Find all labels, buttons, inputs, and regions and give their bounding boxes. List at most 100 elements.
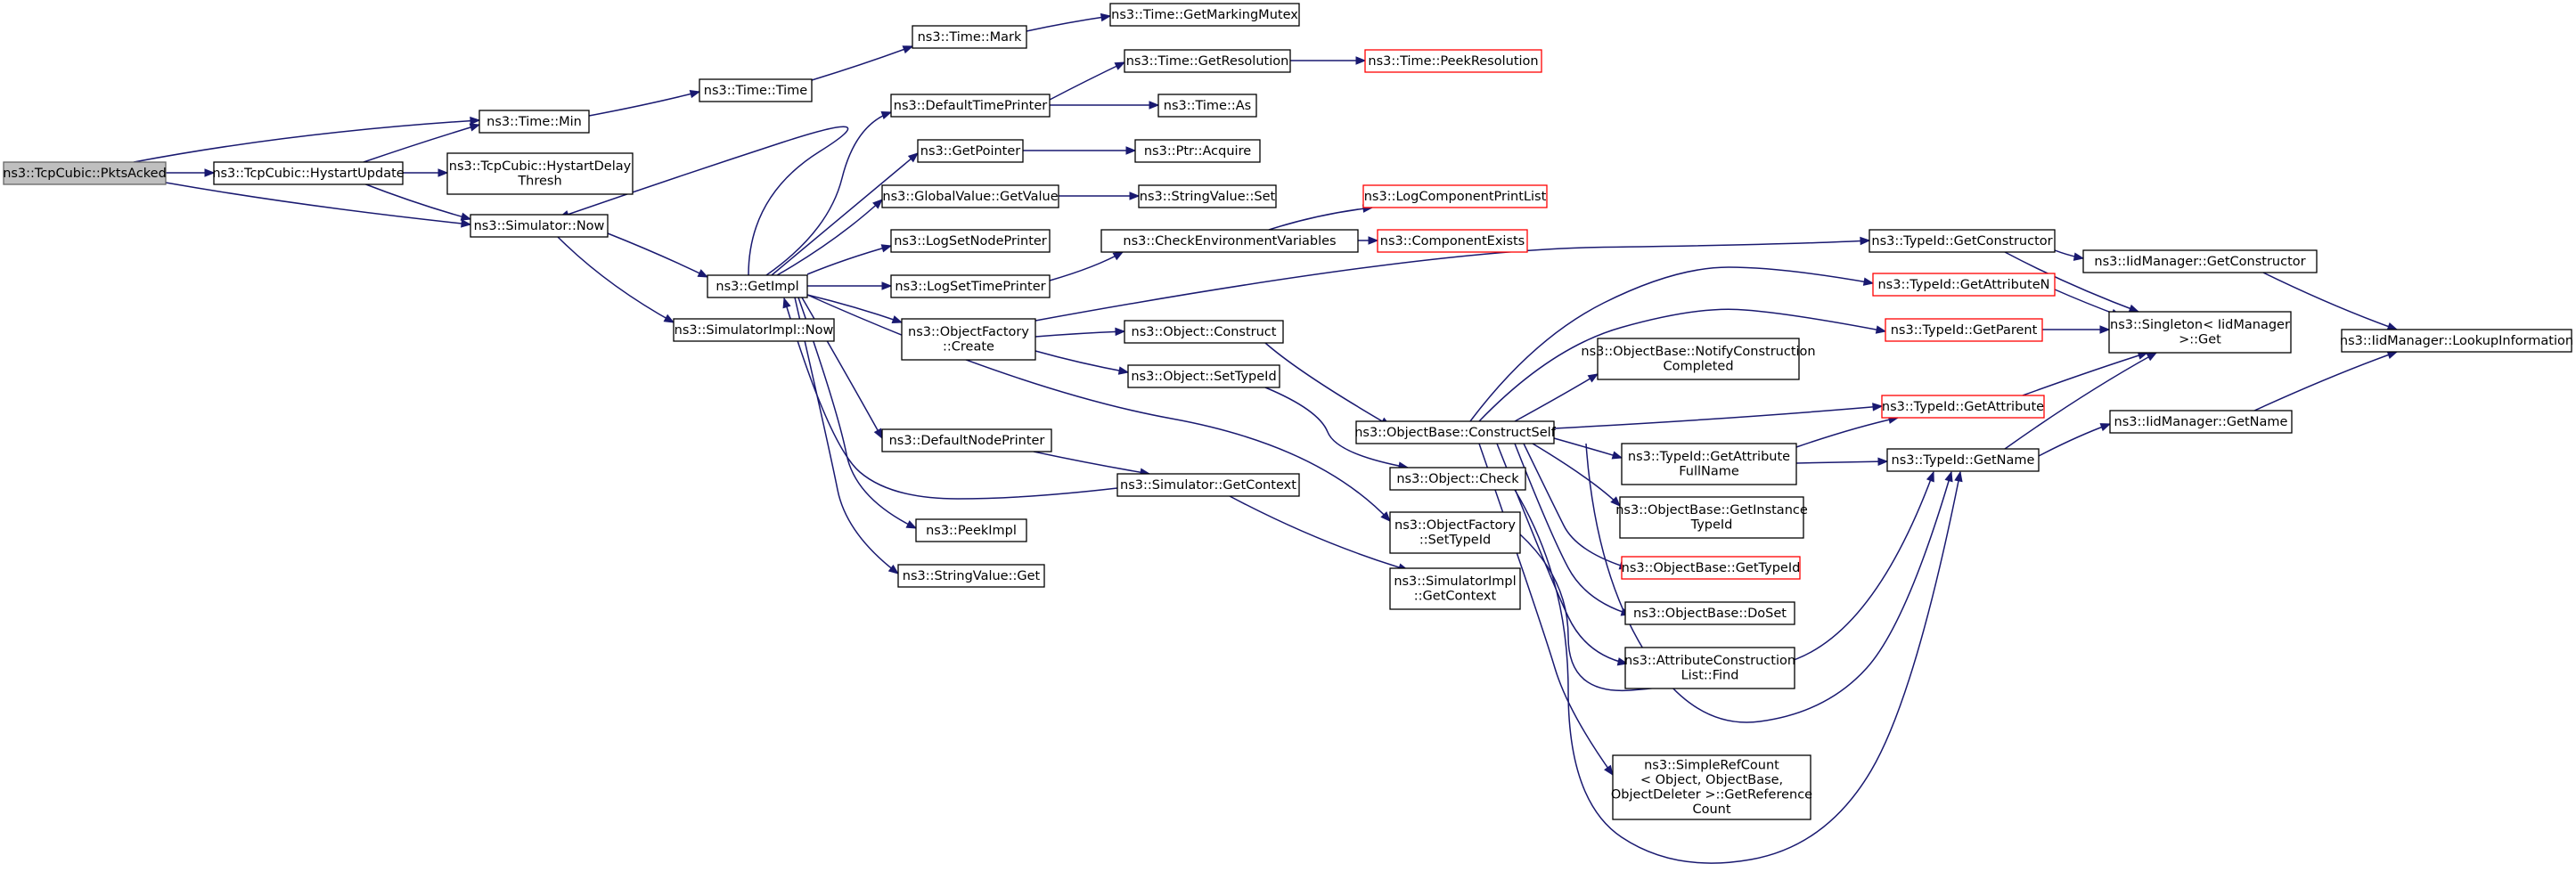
node-label: ns3::LogSetNodePrinter [894,234,1047,249]
node-box [881,428,1052,452]
edge-arrowhead [1149,101,1160,110]
edge-line [1478,308,1886,422]
edge-arrowhead [1926,470,1934,483]
node-box [2108,311,2292,354]
edge-line [1034,350,1129,373]
node-obgtid[interactable]: ns3::ObjectBase::GetTypeId [1621,556,1801,580]
node-ptracq[interactable]: ns3::Ptr::Acquire [1134,139,1261,163]
edge-arrowhead [697,269,709,278]
edge-line [765,111,892,276]
node-lsnp[interactable]: ns3::LogSetNodePrinter [890,229,1051,253]
node-tgetctor[interactable]: ns3::TypeId::GetConstructor [1869,229,2056,253]
node-peekimpl[interactable]: ns3::PeekImpl [915,518,1027,542]
edge-getimpl-to-ofsettid [806,294,1391,522]
edge-dtp-to-getres [1049,61,1126,101]
node-box [1886,448,2040,472]
edge-getimpl-to-gvget [776,199,883,276]
node-gvget[interactable]: ns3::GlobalValue::GetValue [881,184,1059,208]
node-label: ::SetTypeId [1419,534,1491,548]
edge-obcs-to-obgit [1532,443,1621,507]
node-box [897,564,1045,588]
node-box [890,229,1051,253]
edge-line [2038,423,2111,457]
node-tmark[interactable]: ns3::Time::Mark [912,25,1027,49]
node-hystart[interactable]: ns3::TcpCubic::HystartUpdate [212,161,405,185]
node-pkts[interactable]: ns3::TcpCubic::PktsAcked [3,161,167,185]
node-svget[interactable]: ns3::StringValue::Get [897,564,1045,588]
node-ocheck[interactable]: ns3::Object::Check [1389,467,1526,491]
node-simplgetctx[interactable]: ns3::SimulatorImpl::GetContext [1389,567,1521,610]
edge-line [797,297,917,529]
node-tas[interactable]: ns3::Time::As [1157,94,1257,118]
node-svset[interactable]: ns3::StringValue::Set [1138,184,1277,208]
node-label: ns3::IidManager::GetName [2114,415,2288,429]
node-tgetattr[interactable]: ns3::TypeId::GetAttribute [1881,395,2045,419]
edge-getimpl-to-ofcreate [806,294,904,324]
edge-arrowhead [438,168,449,177]
node-ttime[interactable]: ns3::Time::Time [699,78,813,102]
edge-getptr-to-ptracq [1023,146,1137,155]
node-box [1389,567,1521,610]
node-box [707,274,808,298]
node-tgetname[interactable]: ns3::TypeId::GetName [1886,448,2040,472]
node-lcpl[interactable]: ns3::LogComponentPrintList [1362,184,1548,208]
node-label: ns3::StringValue::Get [903,569,1041,583]
node-obdoset[interactable]: ns3::ObjectBase::DoSet [1624,601,1795,625]
edge-arrowhead [1117,366,1130,375]
node-osettid[interactable]: ns3::Object::SetTypeId [1127,364,1280,388]
edge-lstp-to-cev [1049,251,1124,281]
node-peekres[interactable]: ns3::Time::PeekResolution [1364,49,1542,73]
node-tmin[interactable]: ns3::Time::Min [478,110,590,134]
node-obcs[interactable]: ns3::ObjectBase::ConstructSelf [1354,420,1557,444]
node-oconstruct[interactable]: ns3::Object::Construct [1124,320,1284,344]
node-box [1624,601,1795,625]
node-obncc[interactable]: ns3::ObjectBase::NotifyConstructionCompl… [1581,338,1816,380]
edge-arrowhead [1380,511,1391,522]
edge-arrowhead [461,219,472,228]
node-simimplnow[interactable]: ns3::SimulatorImpl::Now [673,318,835,342]
node-lstp[interactable]: ns3::LogSetTimePrinter [890,274,1051,298]
edge-hystart-to-snow [363,183,472,221]
node-iidgetctor[interactable]: ns3::IidManager::GetConstructor [2082,249,2318,273]
edge-arrowhead [1587,373,1599,383]
node-label: ns3::Object::SetTypeId [1131,370,1276,384]
node-iidgetname[interactable]: ns3::IidManager::GetName [2109,410,2293,434]
node-srcref[interactable]: ns3::SimpleRefCount< Object, ObjectBase,… [1611,754,1812,820]
edge-ttime-to-tmark [811,45,914,81]
node-tgetattrn[interactable]: ns3::TypeId::GetAttributeN [1872,273,2056,297]
edge-line [1514,471,1961,864]
node-ofcreate[interactable]: ns3::ObjectFactory::Create [901,318,1036,361]
node-singleton[interactable]: ns3::Singleton< IidManager>::Get [2108,311,2292,354]
node-box [1364,49,1542,73]
node-cexists[interactable]: ns3::ComponentExists [1377,229,1528,253]
node-getimpl[interactable]: ns3::GetImpl [707,274,808,298]
node-label: ns3::TcpCubic::HystartDelay [449,159,632,174]
node-tmutex[interactable]: ns3::Time::GetMarkingMutex [1109,3,1300,27]
node-label: ns3::IidManager::GetConstructor [2094,255,2305,269]
node-sgetctx[interactable]: ns3::Simulator::GetContext [1116,473,1300,497]
node-label: ns3::ComponentExists [1380,234,1525,249]
edge-tgetname-to-iidgetname [2038,423,2112,457]
node-getptr[interactable]: ns3::GetPointer [917,139,1024,163]
node-dtp[interactable]: ns3::DefaultTimePrinter [890,94,1051,118]
node-label: ns3::ObjectBase::GetTypeId [1622,561,1801,575]
node-iidlookup[interactable]: ns3::IidManager::LookupInformation [2340,329,2573,353]
node-tgetparent[interactable]: ns3::TypeId::GetParent [1885,318,2043,342]
node-getres[interactable]: ns3::Time::GetResolution [1124,49,1291,73]
node-label: List::Find [1681,669,1739,683]
node-ofsettid[interactable]: ns3::ObjectFactory::SetTypeId [1389,511,1521,554]
node-snow[interactable]: ns3::Simulator::Now [470,214,609,238]
edge-arrowhead [881,281,893,290]
edge-getimpl-to-lstp [807,281,893,290]
node-box [699,78,813,102]
node-dnp[interactable]: ns3::DefaultNodePrinter [881,428,1052,452]
edge-line [1026,15,1111,32]
edge-line [783,297,1118,500]
node-cev[interactable]: ns3::CheckEnvironmentVariables [1100,229,1359,253]
edge-getimpl-to-peekimpl [797,297,918,529]
edge-line [1514,373,1599,422]
